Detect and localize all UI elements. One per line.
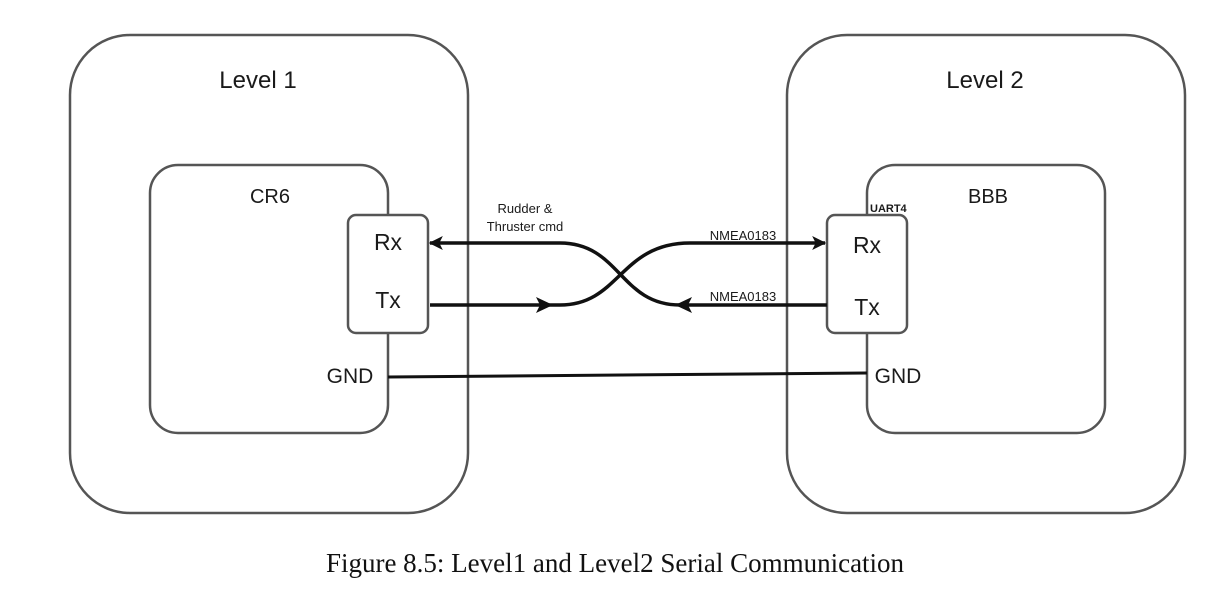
arrowhead-mid-right [536,297,553,313]
serial-communication-diagram: Level 1 CR6 Rx Tx GND Level 2 BBB UART4 … [68,33,1187,515]
level1-container [68,33,470,515]
wire-cr6-tx-to-bbb-rx [430,236,827,307]
level2-title: Level 2 [946,67,1023,94]
arrowhead-mid-left [675,297,692,313]
figure-caption: Figure 8.5: Level1 and Level2 Serial Com… [325,548,905,578]
cr6-rx-label: Rx [374,229,403,255]
bbb-rx-label: Rx [853,232,882,258]
bbb-tx-label: Tx [854,294,880,320]
cmd-label-line1: Rudder & [498,201,553,216]
bbb-port-block [825,213,909,335]
bbb-gnd-label: GND [875,365,922,388]
level2-container [785,33,1187,515]
nmea-top-label: NMEA0183 [710,228,776,243]
cr6-label: CR6 [250,186,290,208]
cr6-tx-label: Tx [375,287,401,313]
uart4-label: UART4 [870,203,908,215]
cmd-label-line2: Thruster cmd [487,219,564,234]
cr6-gnd-label: GND [327,365,374,388]
cr6-port-block [346,213,430,335]
level1-title: Level 1 [219,67,296,94]
nmea-bottom-label: NMEA0183 [710,289,776,304]
gnd-wire [387,371,868,379]
bbb-label: BBB [968,186,1008,208]
